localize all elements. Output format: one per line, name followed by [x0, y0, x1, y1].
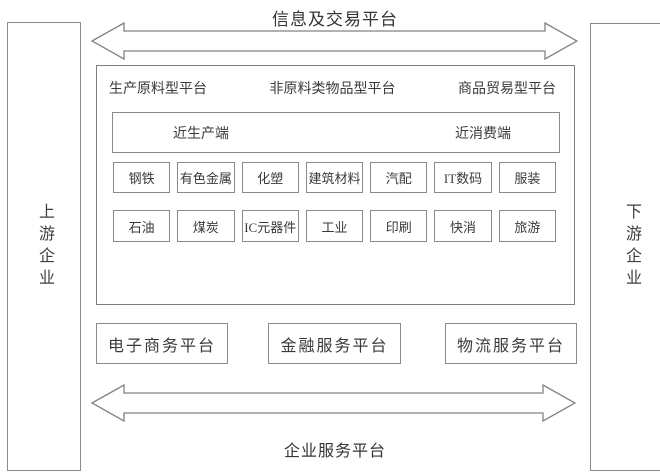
top-platform-title: 信息及交易平台	[272, 10, 398, 29]
industry-box-nonferrous-metals: 有色金属	[177, 162, 235, 193]
platform-category-row: 生产原料型平台 非原料类物品型平台 商品贸易型平台	[109, 78, 556, 98]
industry-box-steel: 钢铁	[113, 162, 171, 193]
industry-box-apparel: 服装	[498, 162, 556, 193]
near-consumption-label: 近消费端	[455, 126, 511, 142]
logistics-service-platform-label: 物流服务平台	[456, 337, 565, 355]
ecommerce-platform-box: 电子商务平台	[96, 323, 228, 364]
industry-box-building-materials: 建筑材料	[305, 162, 364, 193]
upstream-enterprise-box: 上游企业	[7, 22, 81, 471]
category-raw-materials: 生产原料型平台	[109, 82, 207, 97]
downstream-enterprise-box: 下游企业	[590, 23, 660, 471]
category-non-raw-goods: 非原料类物品型平台	[269, 82, 396, 97]
industry-box-fmcg: 快消	[434, 210, 492, 242]
category-commodity-trade: 商品贸易型平台	[458, 82, 556, 97]
bottom-double-arrow	[91, 383, 576, 423]
industry-box-printing: 印刷	[370, 210, 428, 242]
logistics-service-platform-box: 物流服务平台	[445, 323, 577, 364]
industry-box-coal: 煤炭	[177, 210, 235, 242]
downstream-enterprise-label: 下游企业	[623, 203, 640, 291]
ecommerce-platform-label: 电子商务平台	[107, 337, 216, 355]
upstream-enterprise-label: 上游企业	[36, 202, 53, 291]
financial-service-platform-label: 金融服务平台	[280, 337, 389, 355]
industry-row-2: 石油 煤炭 IC元器件 工业 印刷 快消 旅游	[113, 210, 556, 242]
near-production-label: 近生产端	[173, 126, 229, 142]
industry-box-it-digital: IT数码	[434, 162, 492, 193]
trading-platform-box: 生产原料型平台 非原料类物品型平台 商品贸易型平台 近生产端 近消费端 钢铁 有…	[96, 65, 575, 305]
industry-box-industrial: 工业	[305, 210, 364, 242]
bottom-platform-title: 企业服务平台	[283, 443, 386, 460]
industry-box-chemicals-plastics: 化塑	[241, 162, 299, 193]
production-consumption-spectrum-box: 近生产端 近消费端	[112, 112, 560, 153]
financial-service-platform-box: 金融服务平台	[268, 323, 401, 364]
top-double-arrow	[91, 21, 578, 61]
industry-box-petroleum: 石油	[113, 210, 171, 242]
industry-box-ic-components: IC元器件	[241, 210, 299, 242]
industry-box-auto-parts: 汽配	[370, 162, 428, 193]
industry-row-1: 钢铁 有色金属 化塑 建筑材料 汽配 IT数码 服装	[113, 162, 556, 193]
industry-box-tourism: 旅游	[498, 210, 556, 242]
